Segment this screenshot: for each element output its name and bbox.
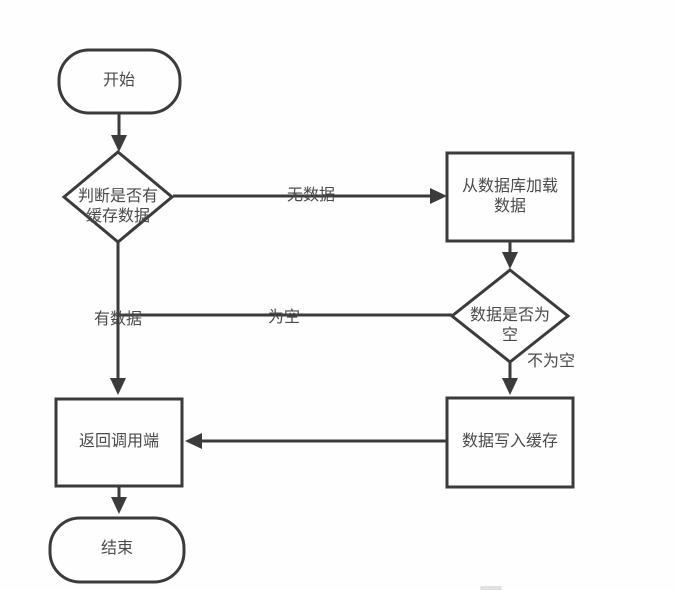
load-db-node-label: 从数据库加载数据 [461,178,558,215]
is-empty-node-label: 数据是否为空 [469,307,550,344]
start-node-label: 开始 [102,72,135,89]
return-caller-node-shape [54,397,184,488]
arrowhead-no-data [430,188,447,204]
end-node-shape [48,516,186,584]
write-cache-node-shape [445,396,575,489]
edge-label-has-data: 有数据 [93,311,143,328]
end-node-label: 结束 [100,540,133,557]
edge-label-no-data: 无数据 [286,187,336,204]
return-caller-node-label: 返回调用端 [78,433,159,450]
arrowhead-return-to-end [111,497,127,514]
edge-label-not-empty: 不为空 [526,353,576,370]
arrowhead-not-empty [502,378,518,395]
check-cache-node-label: 判断是否有缓存数据 [77,188,158,225]
arrowhead-writecache-to-return [185,433,202,449]
load-db-node-shape [445,151,575,243]
edge-label-empty: 为空 [267,309,301,326]
watermark-fragment [480,586,502,590]
arrowhead-loaddb-to-isempty [502,252,518,269]
arrowhead-has-data [110,378,126,395]
write-cache-node-label: 数据写入缓存 [461,433,558,450]
arrowhead-start-to-check [111,135,127,152]
